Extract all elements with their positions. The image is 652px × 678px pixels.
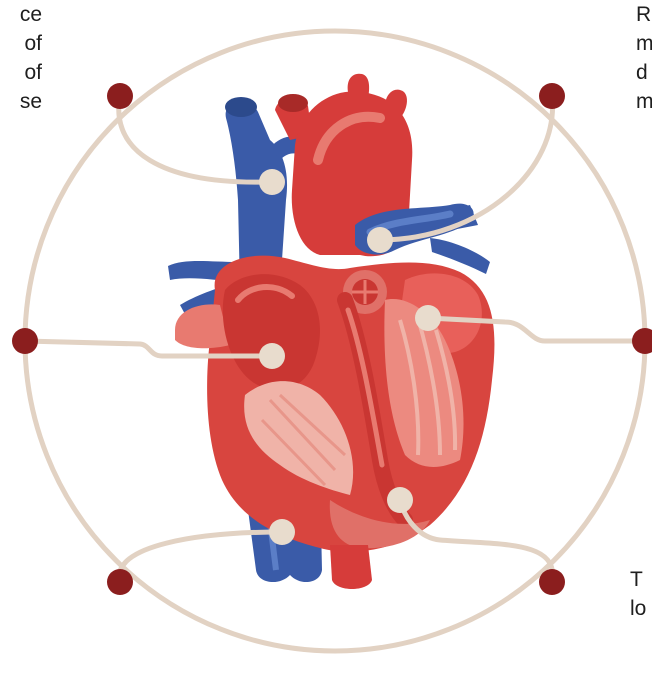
label-top-left: ce of of se (20, 0, 42, 116)
ring-dot-bottom-right[interactable] (539, 569, 565, 595)
label-top-right: R m d m (636, 0, 652, 116)
ring-dot-top-right[interactable] (539, 83, 565, 109)
label-top-left-line: ce (20, 0, 42, 29)
ring-dot-top-left[interactable] (107, 83, 133, 109)
marker-inferior-vena-cava[interactable] (269, 519, 295, 545)
ring-dot-mid-right[interactable] (632, 328, 652, 354)
ring-dot-mid-left[interactable] (12, 328, 38, 354)
label-top-left-line: of (20, 29, 42, 58)
label-top-right-line: R (636, 0, 652, 29)
heart-illustration (168, 74, 494, 589)
aortic-branch-opening (278, 94, 308, 112)
marker-superior-vena-cava[interactable] (259, 169, 285, 195)
label-bottom-right-line: T (630, 565, 646, 594)
marker-right-atrium[interactable] (259, 343, 285, 369)
label-bottom-right-line: lo (630, 594, 646, 623)
marker-left-ventricle[interactable] (387, 487, 413, 513)
label-top-right-line: m (636, 87, 652, 116)
label-top-right-line: m (636, 29, 652, 58)
label-top-left-line: of (20, 58, 42, 87)
descending-aorta (330, 545, 372, 589)
label-bottom-right: T lo (630, 565, 646, 623)
ring-dot-bottom-left[interactable] (107, 569, 133, 595)
label-top-left-line: se (20, 87, 42, 116)
marker-left-atrium[interactable] (415, 305, 441, 331)
label-top-right-line: d (636, 58, 652, 87)
vena-cava-opening (225, 97, 257, 117)
marker-pulmonary-artery[interactable] (367, 227, 393, 253)
